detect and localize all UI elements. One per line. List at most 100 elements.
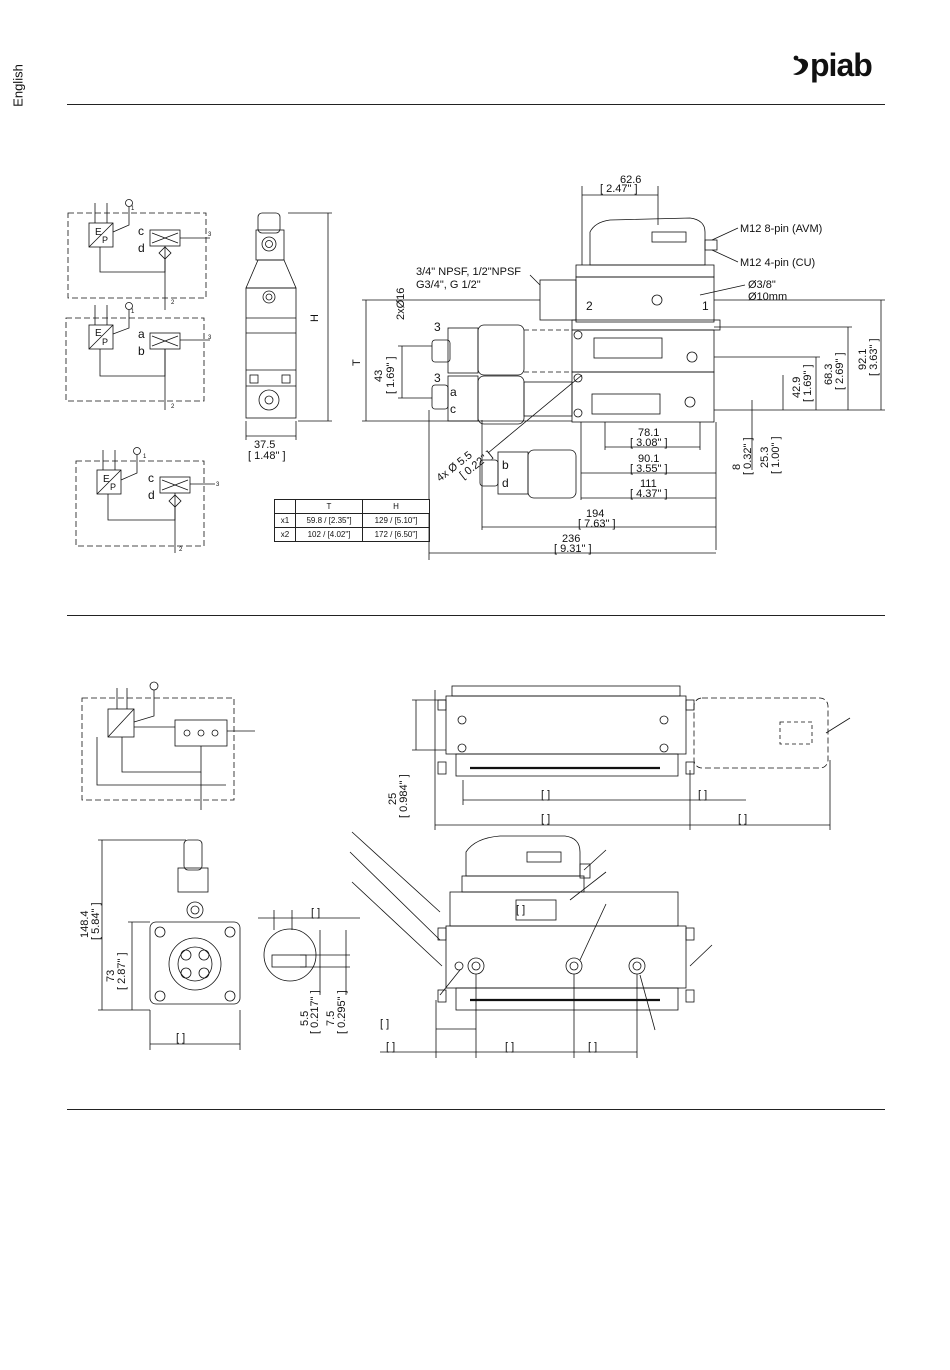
svg-text:d: d (138, 241, 145, 255)
dim-5-5-in: [ 0.217" ] (309, 990, 321, 1034)
dim-90: 90.1 (638, 453, 659, 465)
callout-dia-3-8: Ø3/8" (748, 279, 776, 291)
dimension-table: T H x1 59.8 / [2.35"] 129 / [5.10"] x2 1… (274, 499, 430, 542)
svg-text:E: E (95, 227, 102, 238)
dim-78: 78.1 (638, 427, 659, 439)
port-label-c: c (450, 402, 456, 416)
svg-text:2: 2 (179, 547, 183, 553)
callout-dia-10mm: Ø10mm (748, 291, 787, 303)
dim-25-in: [ 0.984" ] (398, 774, 410, 818)
dim-25: 25 (387, 793, 399, 805)
dim-90-in: [ 3.55" ] (630, 463, 668, 475)
svg-text:2: 2 (171, 404, 175, 410)
end-view (98, 839, 241, 1050)
svg-text:1: 1 (131, 206, 135, 212)
empty-dim: [ ] (516, 904, 525, 916)
piab-logo: piab (788, 47, 888, 86)
schematic-1 (67, 199, 210, 310)
dim-25-3: 25.3 (759, 447, 771, 468)
dim-73: 73 (105, 970, 117, 982)
port-label-a: a (450, 385, 457, 399)
front-width-dim: 37.5 (254, 439, 275, 451)
svg-text:c: c (138, 224, 144, 238)
svg-text:3: 3 (208, 335, 212, 341)
dim-42-9-in: [ 1.69" ] (802, 364, 814, 402)
section-rule-2 (67, 1109, 885, 1110)
svg-text:c: c (148, 471, 154, 485)
svg-text:E: E (95, 328, 102, 339)
svg-text:1: 1 (143, 454, 147, 460)
section1-drawing: 1 EP cd 32 1 EP ab 32 1 EP cd 32 H 37.5 … (65, 174, 885, 560)
dim-92-1: 92.1 (857, 349, 869, 370)
empty-dim: [ ] (541, 789, 550, 801)
logo-wordmark: piab (810, 47, 873, 83)
dim-148: 148.4 (79, 910, 91, 938)
port-label-b: b (502, 458, 509, 472)
front-view (245, 212, 332, 440)
top-view (412, 685, 851, 830)
svg-text:E: E (103, 474, 110, 485)
callout-holes: 2xØ16 (395, 288, 407, 320)
table-header: H (362, 499, 430, 514)
schematic-2 (65, 302, 210, 410)
table-header: T (295, 499, 363, 514)
height-label: H (309, 314, 321, 322)
dim-236-in: [ 9.31" ] (554, 543, 592, 555)
section-rule-1 (67, 615, 885, 616)
dim-5-5: 5.5 (299, 1011, 311, 1026)
svg-text:a: a (138, 327, 145, 341)
dim-194: 194 (586, 508, 604, 520)
header-rule (67, 104, 885, 105)
dim-194-in: [ 7.63" ] (578, 518, 616, 530)
svg-text:3: 3 (216, 482, 220, 488)
dim-68-3-in: [ 2.69" ] (834, 352, 846, 390)
schematic-3 (75, 447, 215, 553)
dim-43-in: [ 1.69" ] (385, 356, 397, 394)
callout-threads-1: 3/4" NPSF, 1/2"NPSF (416, 266, 521, 278)
empty-dim: [ ] (505, 1041, 514, 1053)
dim-68-3: 68.3 (823, 364, 835, 385)
front-width-dim-in: [ 1.48" ] (248, 450, 286, 462)
table-cell: 59.8 / [2.35"] (295, 513, 363, 528)
dim-111-in: [ 4.37" ] (630, 488, 668, 500)
callout-threads-2: G3/4", G 1/2" (416, 279, 481, 291)
dim-7-5: 7.5 (325, 1011, 337, 1026)
empty-dim: [ ] (588, 1041, 597, 1053)
port-label-1: 1 (702, 299, 709, 313)
dim-7-5-in: [ 0.295" ] (336, 990, 348, 1034)
dim-8-in: [ 0.32" ] (742, 437, 754, 475)
table-cell: x2 (274, 527, 296, 542)
schematic-4 (81, 681, 255, 810)
table-cell: 129 / [5.10"] (362, 513, 430, 528)
mount-detail (258, 910, 360, 995)
dim-8: 8 (731, 464, 743, 470)
section2-drawing: 25 [ 0.984" ] [ ] [ ] [ ] [ ] 148.4 [ 5.… (79, 681, 851, 1058)
empty-dim: [ ] (698, 789, 707, 801)
svg-text:2: 2 (171, 300, 175, 306)
dim-78-in: [ 3.08" ] (630, 437, 668, 449)
table-row: x1 59.8 / [2.35"] 129 / [5.10"] (274, 513, 430, 528)
empty-dim: [ ] (386, 1041, 395, 1053)
svg-text:d: d (148, 488, 155, 502)
table-cell: x1 (274, 513, 296, 528)
callout-m12-8pin: M12 8-pin (AVM) (740, 223, 822, 235)
empty-dim: [ ] (738, 813, 747, 825)
svg-text:P: P (102, 337, 108, 347)
port-label-3a: 3 (434, 320, 441, 334)
dim-111: 111 (640, 478, 657, 490)
dim-92-1-in: [ 3.63" ] (868, 338, 880, 376)
table-row: x2 102 / [4.02"] 172 / [6.50"] (274, 527, 430, 542)
side-view (362, 186, 885, 560)
svg-text:b: b (138, 344, 145, 358)
dim-148-in: [ 5.84" ] (90, 902, 102, 940)
dim-43: 43 (373, 370, 385, 382)
svg-text:P: P (102, 235, 108, 245)
empty-dim: [ ] (176, 1032, 185, 1044)
empty-dim: [ ] (311, 907, 320, 919)
port-label-3b: 3 (434, 371, 441, 385)
dim-top-width: 62.6 (620, 174, 641, 186)
table-cell: 172 / [6.50"] (362, 527, 430, 542)
dim-73-in: [ 2.87" ] (116, 952, 128, 990)
side-T-label: T (351, 359, 363, 366)
dim-236: 236 (562, 533, 580, 545)
